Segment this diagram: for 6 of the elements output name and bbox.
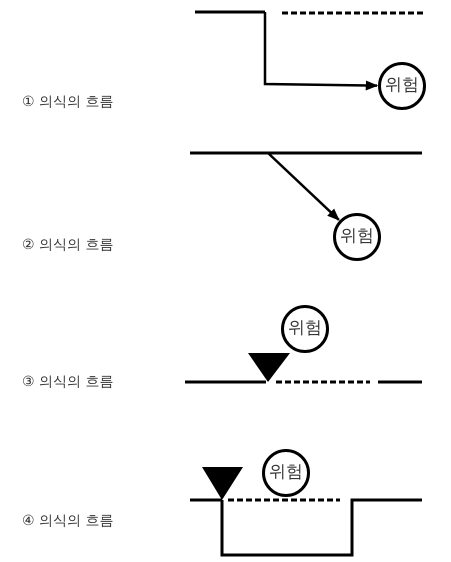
arrow (267, 152, 340, 221)
flow-label: ① 의식의 흐름 (22, 95, 114, 109)
arrow (264, 12, 378, 90)
flow-label: ② 의식의 흐름 (22, 238, 114, 252)
flow-label: ④ 의식의 흐름 (22, 514, 114, 528)
flow-label: ③ 의식의 흐름 (22, 375, 114, 389)
